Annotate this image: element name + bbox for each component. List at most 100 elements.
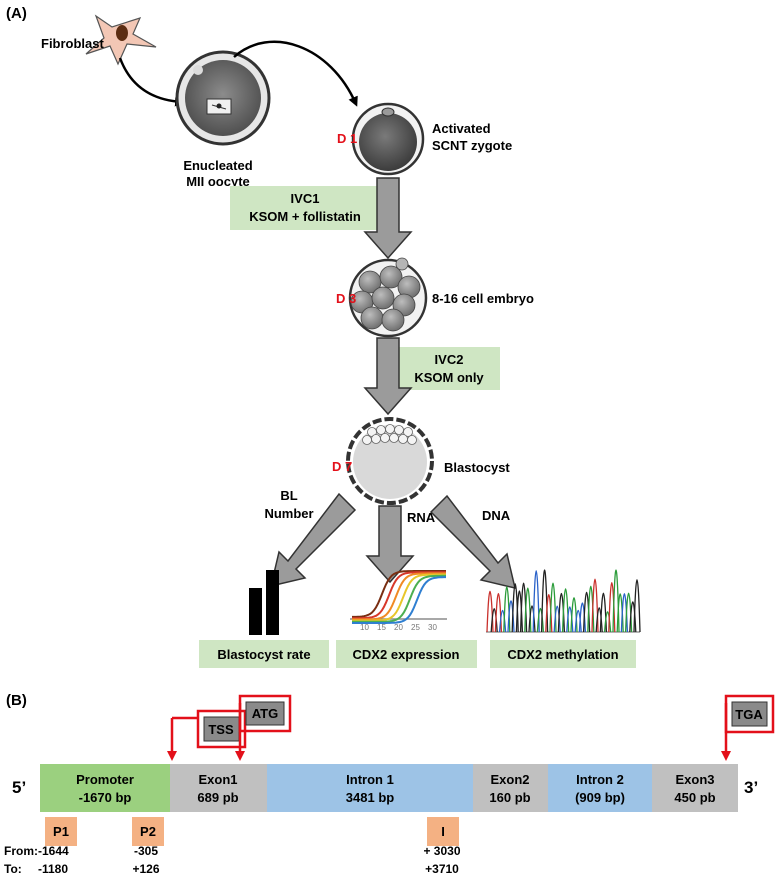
p3-to: +3710 (425, 862, 459, 876)
tss-label: TSS (208, 722, 234, 737)
exon2-segment (473, 764, 548, 812)
chromatogram-peak (515, 590, 524, 633)
day1-label: D 1 (337, 131, 357, 146)
primer-p1-label: P1 (53, 824, 69, 839)
oocyte-label-line2: MII oocyte (186, 174, 250, 189)
promoter-label: Promoter (76, 772, 134, 787)
exon3-label: Exon3 (675, 772, 714, 787)
p2-to: +126 (132, 862, 159, 876)
ivc1-medium: KSOM + follistatin (249, 209, 361, 224)
qpcr-tick-label: 20 (394, 623, 403, 632)
primer-p2-label: P2 (140, 824, 156, 839)
branch-rna-label: RNA (407, 510, 436, 525)
intron1-label: Intron 1 (346, 772, 394, 787)
qpcr-tick-label: 30 (428, 623, 437, 632)
embryo-label: 8-16 cell embryo (432, 291, 534, 306)
blastocyst-rate-box (199, 640, 329, 668)
cdx2-methylation-label: CDX2 methylation (507, 647, 618, 662)
to-label: To: (4, 862, 22, 876)
zygote-label-line2: SCNT zygote (432, 138, 512, 153)
arrow-oocyte-to-zygote (233, 40, 358, 107)
zygote-icon (351, 102, 425, 176)
chromatogram-peak (536, 608, 545, 633)
fibroblast-label: Fibroblast (41, 36, 105, 51)
fibroblast-icon (85, 14, 157, 66)
exon2-label: Exon2 (490, 772, 529, 787)
blastocyst-icon (346, 417, 434, 505)
chromatogram-peak (566, 606, 574, 633)
cdx2-expression-box (336, 640, 477, 668)
chromatogram-peak (507, 600, 515, 633)
qpcr-tick-label: 25 (411, 623, 420, 632)
qpcr-curve (352, 576, 446, 624)
branch-dna-label: DNA (482, 508, 511, 523)
chromatogram-peak (553, 605, 561, 633)
p3-from: + 3030 (423, 844, 460, 858)
chromatogram-peak (591, 578, 599, 633)
embryo-icon (348, 257, 428, 338)
chromatogram-peak (574, 609, 582, 633)
p2-from: -305 (134, 844, 158, 858)
tga-label: TGA (735, 707, 763, 722)
intron2-label: Intron 2 (576, 772, 624, 787)
qpcr-curve (352, 570, 446, 618)
arrow-to-blastocyst-rate (269, 492, 357, 588)
chromatogram-peak (595, 607, 603, 633)
arrow-fibroblast-to-oocyte (118, 57, 185, 107)
day7-label: D 7 (332, 459, 352, 474)
arrow-zygote-to-embryo (363, 177, 413, 260)
primer-i-box (427, 817, 459, 846)
chromatogram-peak (532, 570, 540, 633)
ivc1-title: IVC1 (291, 191, 320, 206)
ivc2-medium: KSOM only (414, 370, 484, 385)
bar-chart-icon (249, 570, 279, 635)
primer-p2-box (132, 817, 164, 846)
enucleated-oocyte-icon (175, 50, 271, 146)
chromatogram-peak (578, 602, 587, 633)
arrow-to-cdx2-methylation (429, 494, 517, 590)
tga-marker (721, 694, 775, 761)
exon1-size: 689 pb (197, 790, 238, 805)
qpcr-curve (352, 571, 446, 620)
ivc2-box (399, 347, 500, 390)
qpcr-tick-label: 15 (377, 623, 386, 632)
exon1-label: Exon1 (198, 772, 237, 787)
arrow-to-cdx2-expression (365, 505, 415, 584)
chromatogram-peak (633, 579, 641, 633)
branch-bl-line2: Number (264, 506, 313, 521)
intron2-segment (548, 764, 652, 812)
promoter-segment (40, 764, 170, 812)
qpcr-curve (352, 573, 446, 622)
promoter-size: -1670 bp (79, 790, 132, 805)
qpcr-curve (352, 574, 446, 623)
branch-bl-line1: BL (280, 488, 297, 503)
p1-from: -1644 (38, 844, 69, 858)
five-prime-end: 5’ (12, 778, 26, 797)
blastocyst-label: Blastocyst (444, 460, 510, 475)
chromatogram-peak (629, 601, 637, 633)
exon1-segment (170, 764, 267, 812)
chromatogram-peak (603, 611, 612, 633)
exon3-size: 450 pb (674, 790, 715, 805)
ivc1-box (230, 186, 380, 230)
chromatogram-peak (545, 594, 553, 633)
chromatogram-peak (528, 605, 536, 633)
zygote-label-line1: Activated (432, 121, 491, 136)
three-prime-end: 3’ (744, 778, 758, 797)
exon2-size: 160 pb (489, 790, 530, 805)
intron2-size: (909 bp) (575, 790, 625, 805)
arrow-embryo-to-blastocyst (363, 337, 413, 416)
cdx2-expression-label: CDX2 expression (353, 647, 460, 662)
cdx2-methylation-box (490, 640, 636, 668)
panel-b-label: (B) (6, 692, 27, 709)
tss-marker (167, 709, 247, 761)
p1-to: -1180 (38, 862, 68, 876)
panel-a-label: (A) (6, 5, 27, 22)
chromatogram-peak (498, 609, 507, 633)
exon3-segment (652, 764, 738, 812)
intron1-segment (267, 764, 473, 812)
chromatogram-peak (490, 608, 498, 633)
chromatogram-icon (486, 569, 641, 633)
oocyte-label-line1: Enucleated (183, 158, 252, 173)
qpcr-curve (352, 572, 446, 621)
